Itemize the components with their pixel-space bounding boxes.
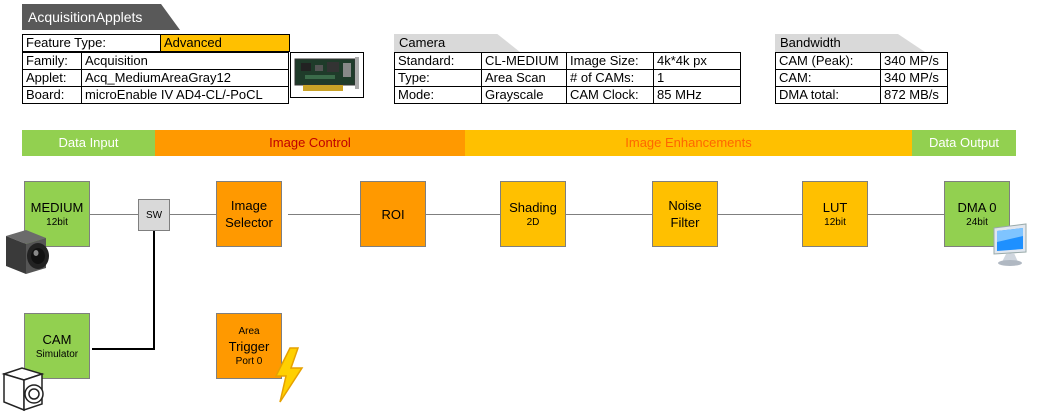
roi-block[interactable]: ROI <box>360 181 426 247</box>
num-cams-value: 1 <box>653 69 741 87</box>
board-value: microEnable IV AD4-CL/-PoCL <box>81 86 289 104</box>
camera-simulator-icon <box>0 364 50 414</box>
connector-noise-lut <box>718 214 802 215</box>
family-label: Family: <box>22 52 82 70</box>
cam-peak-value: 340 MP/s <box>880 52 948 70</box>
connector-sw-selector <box>170 214 216 215</box>
switch-label: SW <box>145 209 163 221</box>
num-cams-label: # of CAMs: <box>566 69 654 87</box>
connector-sim-sw-vertical <box>153 230 155 349</box>
lut-bitdepth: 12bit <box>824 217 846 228</box>
section-image-enhancements: Image Enhancements <box>465 130 912 156</box>
lightning-icon <box>272 346 306 404</box>
feature-type-label: Feature Type: <box>22 34 161 52</box>
noise-label-2: Filter <box>670 215 700 230</box>
trigger-port: Port 0 <box>235 355 263 367</box>
bandwidth-table: CAM (Peak): 340 MP/s CAM: 340 MP/s DMA t… <box>775 52 948 104</box>
cam-sim-sublabel: Simulator <box>35 349 79 360</box>
board-label: Board: <box>22 86 82 104</box>
section-image-control: Image Control <box>155 130 465 156</box>
monitor-icon <box>990 222 1030 268</box>
applet-info-table: Family: Acquisition Applet: Acq_MediumAr… <box>22 52 289 104</box>
type-label: Type: <box>394 69 482 87</box>
noise-filter-block[interactable]: Noise Filter <box>652 181 718 247</box>
connector-selector-roi <box>288 214 360 215</box>
lut-block[interactable]: LUT 12bit <box>802 181 868 247</box>
feature-table: Feature Type: Advanced <box>22 34 290 52</box>
connector-medium-sw <box>90 214 138 215</box>
applet-label: Applet: <box>22 69 82 87</box>
board-icon <box>290 52 364 98</box>
image-selector-label-1: Image <box>230 198 268 213</box>
section-data-input: Data Input <box>22 130 155 156</box>
connector-lut-dma <box>868 214 944 215</box>
mode-label: Mode: <box>394 86 482 104</box>
camera-icon <box>0 226 58 278</box>
applet-category-title: AcquisitionApplets <box>22 4 180 30</box>
image-size-value: 4k*4k px <box>653 52 741 70</box>
shading-sublabel: 2D <box>526 217 540 228</box>
cam-peak-label: CAM (Peak): <box>775 52 881 70</box>
cam-sim-label: CAM <box>42 332 72 347</box>
shading-block[interactable]: Shading 2D <box>500 181 566 247</box>
medium-label: MEDIUM <box>30 200 84 215</box>
image-selector-label-2: Selector <box>225 215 273 230</box>
cam-clock-label: CAM Clock: <box>566 86 654 104</box>
dma-total-value: 872 MB/s <box>880 86 948 104</box>
switch-block[interactable]: SW <box>138 199 170 231</box>
trigger-label-1: Area <box>238 325 260 337</box>
cam-bw-value: 340 MP/s <box>880 69 948 87</box>
area-trigger-block[interactable]: Area Trigger Port 0 <box>216 313 282 379</box>
family-value: Acquisition <box>81 52 289 70</box>
cam-clock-value: 85 MHz <box>653 86 741 104</box>
standard-value: CL-MEDIUM <box>481 52 567 70</box>
section-data-output: Data Output <box>912 130 1016 156</box>
camera-table: Standard: CL-MEDIUM Image Size: 4k*4k px… <box>394 52 741 104</box>
feature-type-value: Advanced <box>160 34 290 52</box>
bandwidth-header: Bandwidth <box>775 34 925 52</box>
image-size-label: Image Size: <box>566 52 654 70</box>
camera-header: Camera <box>394 34 520 52</box>
roi-label: ROI <box>381 206 405 222</box>
camera-simulator-block[interactable]: CAM Simulator <box>24 313 90 379</box>
dma-total-label: DMA total: <box>775 86 881 104</box>
standard-label: Standard: <box>394 52 482 70</box>
connector-roi-shading <box>426 214 500 215</box>
cam-bw-label: CAM: <box>775 69 881 87</box>
shading-label: Shading <box>509 200 557 215</box>
type-value: Area Scan <box>481 69 567 87</box>
applet-value: Acq_MediumAreaGray12 <box>81 69 289 87</box>
trigger-label-2: Trigger <box>228 338 270 354</box>
dma-bitdepth: 24bit <box>966 217 988 228</box>
dma-label: DMA 0 <box>957 200 997 215</box>
noise-label-1: Noise <box>668 198 702 213</box>
mode-value: Grayscale <box>481 86 567 104</box>
connector-sim-sw-horizontal <box>92 348 155 350</box>
medium-bitdepth: 12bit <box>46 217 68 228</box>
connector-shading-noise <box>566 214 652 215</box>
lut-label: LUT <box>822 200 848 215</box>
image-selector-block[interactable]: Image Selector <box>216 181 282 247</box>
